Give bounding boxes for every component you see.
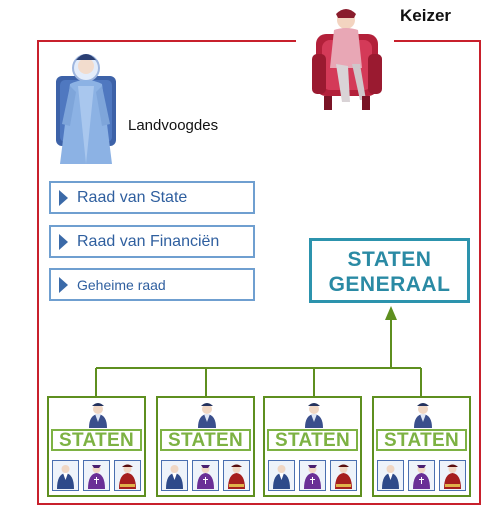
nobility-icon — [52, 460, 79, 491]
nobility-icon — [377, 460, 404, 491]
arrow-up-icon — [385, 306, 397, 320]
burgher-icon — [114, 460, 141, 491]
council-geheime-raad: Geheime raad — [49, 268, 255, 301]
clergy-icon — [299, 460, 326, 491]
council-label: Raad van State — [77, 189, 188, 206]
clergy-icon — [83, 460, 110, 491]
council-raad-van-financien: Raad van Financiën — [49, 225, 255, 258]
council-raad-van-state: Raad van State — [49, 181, 255, 214]
staten-generaal-box: STATEN GENERAAL — [309, 238, 470, 303]
province-staten-4: STATEN — [372, 396, 471, 497]
burgher-icon — [223, 460, 250, 491]
governor-figure-icon — [414, 403, 432, 428]
clergy-icon — [192, 460, 219, 491]
governor-figure-icon — [89, 403, 107, 428]
province-staten-1: STATEN — [47, 396, 146, 497]
staten-label: STATEN — [267, 429, 358, 451]
staten-generaal-line2: GENERAAL — [328, 273, 451, 296]
clergy-icon — [408, 460, 435, 491]
staten-label: STATEN — [376, 429, 467, 451]
governess-seated-icon — [56, 54, 116, 164]
emperor-authority-frame — [37, 40, 481, 505]
council-label: Geheime raad — [77, 277, 166, 293]
governor-figure-icon — [198, 403, 216, 428]
nobility-icon — [161, 460, 188, 491]
landvoogdes-label: Landvoogdes — [128, 117, 219, 134]
triangle-bullet-icon — [59, 277, 68, 293]
burgher-icon — [330, 460, 357, 491]
nobility-icon — [268, 460, 295, 491]
province-staten-2: STATEN — [156, 396, 255, 497]
burgher-icon — [439, 460, 466, 491]
keizer-label: Keizer — [400, 6, 452, 25]
governor-figure-icon — [305, 403, 323, 428]
triangle-bullet-icon — [59, 234, 68, 250]
triangle-bullet-icon — [59, 190, 68, 206]
staten-label: STATEN — [51, 429, 142, 451]
emperor-on-throne-icon — [312, 9, 382, 110]
council-label: Raad van Financiën — [77, 233, 220, 250]
province-staten-3: STATEN — [263, 396, 362, 497]
staten-generaal-line1: STATEN — [347, 248, 432, 271]
staten-label: STATEN — [160, 429, 251, 451]
